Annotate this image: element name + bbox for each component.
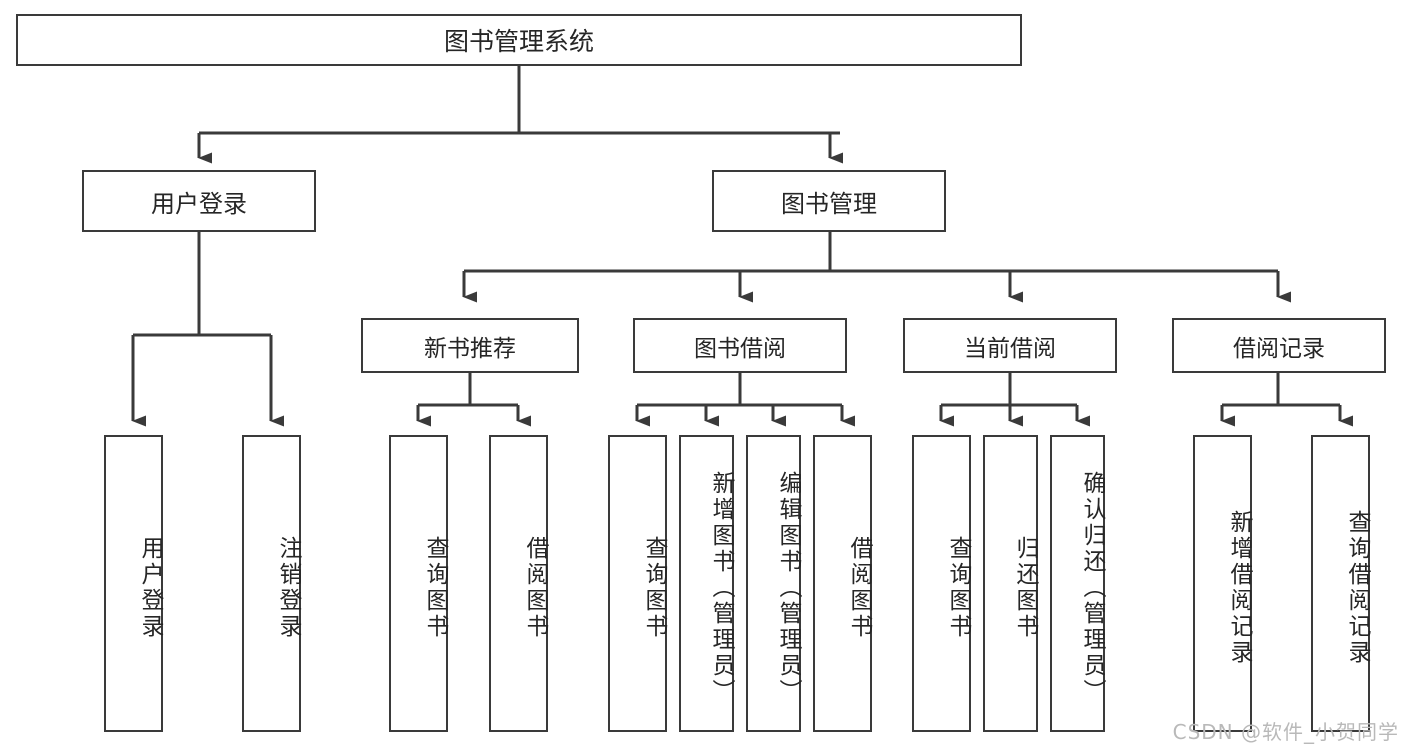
node-book-management[interactable]: 图书管理	[712, 170, 946, 232]
node-root[interactable]: 图书管理系统	[16, 14, 1022, 66]
leaf-label: 归还图书	[1012, 535, 1038, 640]
leaf-label: 借阅图书	[846, 535, 872, 640]
leaf-label: 查询借阅记录	[1344, 509, 1370, 666]
node-user-login[interactable]: 用户登录	[82, 170, 316, 232]
leaf-user-login-login[interactable]: 用户登录	[104, 435, 163, 732]
leaf-current-borrow-return[interactable]: 归还图书	[983, 435, 1038, 732]
node-borrow-record[interactable]: 借阅记录	[1172, 318, 1386, 373]
leaf-label: 新增图书（管理员）	[708, 470, 734, 705]
node-new-book-recommend[interactable]: 新书推荐	[361, 318, 579, 373]
leaf-label: 编辑图书（管理员）	[775, 470, 801, 705]
node-root-label: 图书管理系统	[443, 27, 594, 56]
leaf-current-borrow-confirm-return[interactable]: 确认归还（管理员）	[1050, 435, 1105, 732]
leaf-book-borrow-add[interactable]: 新增图书（管理员）	[679, 435, 734, 732]
leaf-new-book-borrow[interactable]: 借阅图书	[489, 435, 548, 732]
leaf-book-borrow-borrow[interactable]: 借阅图书	[813, 435, 872, 732]
node-book-borrow-label: 图书借阅	[694, 335, 786, 362]
node-book-borrow[interactable]: 图书借阅	[633, 318, 847, 373]
leaf-label: 查询图书	[641, 535, 667, 640]
leaf-label: 确认归还（管理员）	[1079, 470, 1105, 705]
leaf-new-book-query[interactable]: 查询图书	[389, 435, 448, 732]
leaf-book-borrow-edit[interactable]: 编辑图书（管理员）	[746, 435, 801, 732]
leaf-book-borrow-query[interactable]: 查询图书	[608, 435, 667, 732]
node-borrow-record-label: 借阅记录	[1233, 335, 1325, 362]
node-new-book-recommend-label: 新书推荐	[424, 335, 516, 362]
node-user-login-label: 用户登录	[151, 189, 247, 218]
leaf-user-login-logout[interactable]: 注销登录	[242, 435, 301, 732]
leaf-label: 用户登录	[137, 535, 163, 640]
node-book-management-label: 图书管理	[781, 189, 877, 218]
leaf-label: 查询图书	[945, 535, 971, 640]
leaf-borrow-record-query[interactable]: 查询借阅记录	[1311, 435, 1370, 732]
leaf-label: 注销登录	[275, 535, 301, 640]
leaf-current-borrow-query[interactable]: 查询图书	[912, 435, 971, 732]
node-current-borrow-label: 当前借阅	[964, 335, 1056, 362]
node-current-borrow[interactable]: 当前借阅	[903, 318, 1117, 373]
leaf-label: 借阅图书	[522, 535, 548, 640]
leaf-label: 新增借阅记录	[1226, 509, 1252, 666]
leaf-label: 查询图书	[422, 535, 448, 640]
watermark: CSDN @软件_小贺同学	[1172, 720, 1399, 744]
leaf-borrow-record-add[interactable]: 新增借阅记录	[1193, 435, 1252, 732]
